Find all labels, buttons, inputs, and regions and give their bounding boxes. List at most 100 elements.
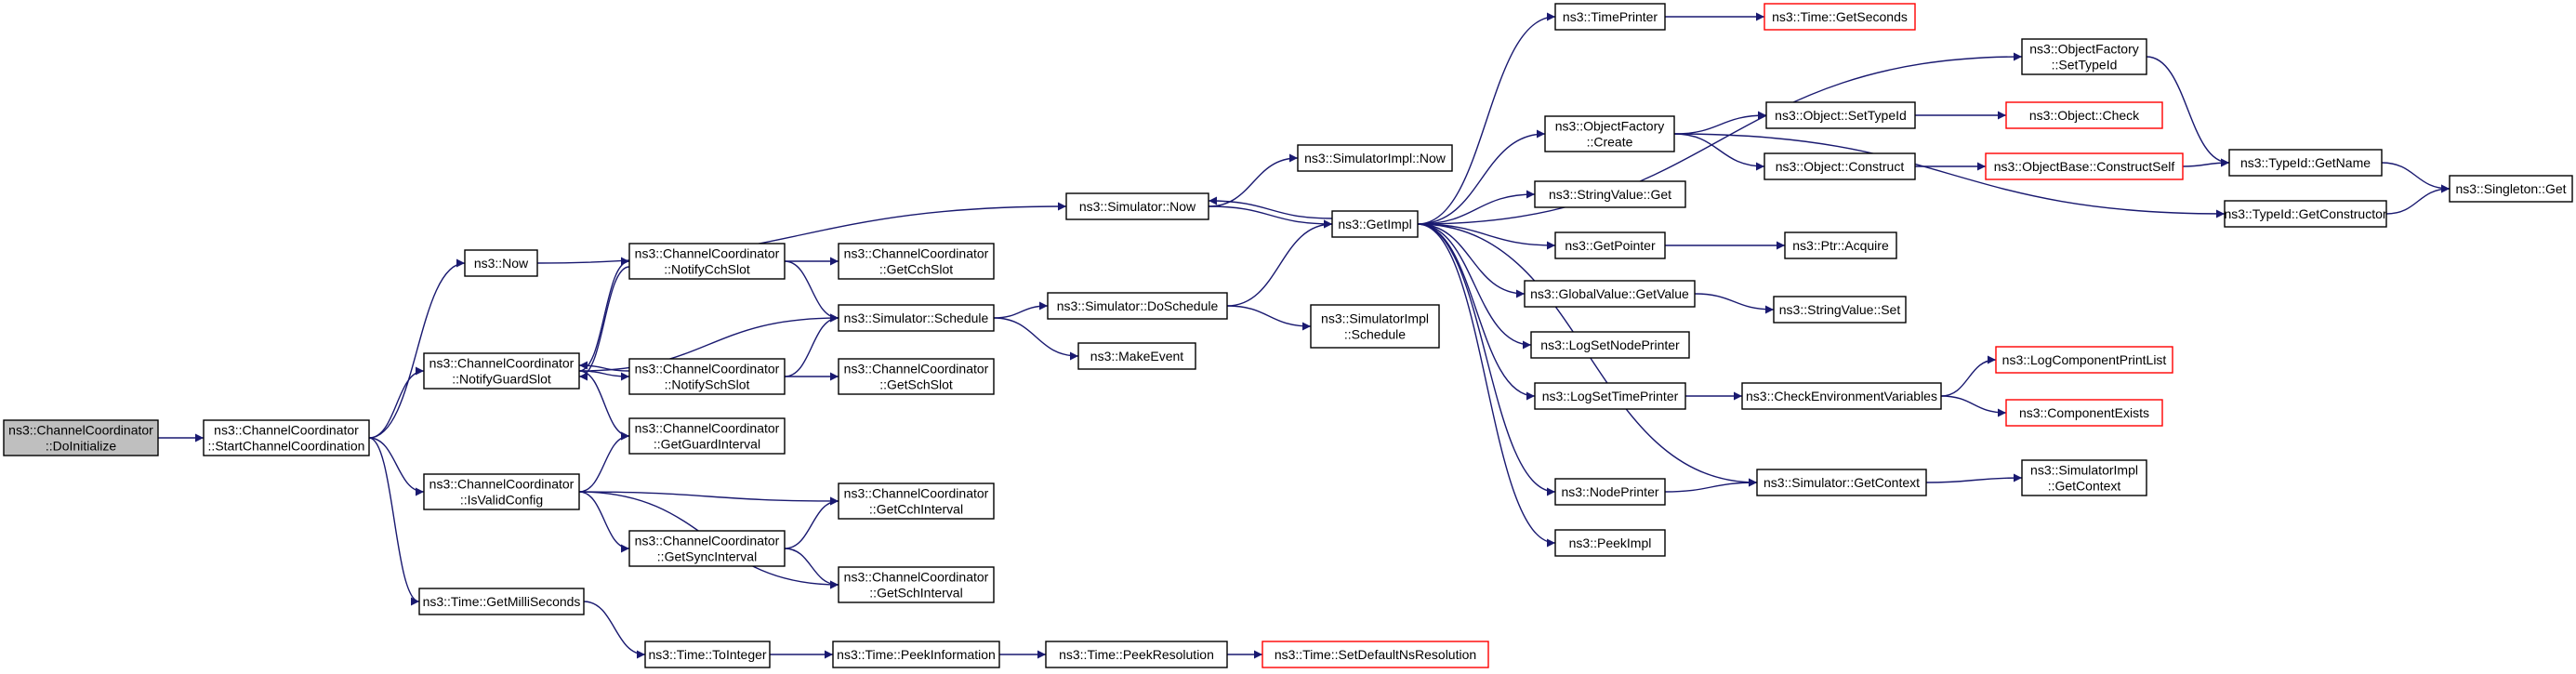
node-label: ns3::ObjectBase::ConstructSelf [1994, 159, 2175, 174]
node-singleton-get[interactable]: ns3::Singleton::Get [2449, 175, 2573, 203]
node-type-id-get-name[interactable]: ns3::TypeId::GetName [2228, 149, 2383, 177]
node-label: ::StartChannelCoordination [208, 439, 365, 454]
node-string-value-set[interactable]: ns3::StringValue::Set [1773, 296, 1907, 324]
node-get-sch-interval[interactable]: ns3::ChannelCoordinator::GetSchInterval [838, 566, 995, 603]
node-peek-resolution[interactable]: ns3::Time::PeekResolution [1045, 641, 1228, 668]
node-box [1554, 3, 1666, 31]
node-do-initialize[interactable]: ns3::ChannelCoordinator::DoInitialize [3, 419, 159, 456]
node-component-exists[interactable]: ns3::ComponentExists [2005, 399, 2163, 427]
node-impl-get-context[interactable]: ns3::SimulatorImpl::GetContext [2021, 459, 2147, 496]
node-set-default-ns-resolution[interactable]: ns3::Time::SetDefaultNsResolution [1262, 641, 1489, 668]
node-get-sch-slot[interactable]: ns3::ChannelCoordinator::GetSchSlot [838, 358, 995, 395]
node-label: ns3::StringValue::Set [1779, 302, 1901, 317]
node-label: ns3::Simulator::DoSchedule [1057, 298, 1219, 313]
node-box [1524, 280, 1696, 308]
node-label: ns3::ChannelCoordinator [844, 362, 989, 377]
node-label: ::NotifyGuardSlot [452, 372, 551, 387]
node-label: ns3::ChannelCoordinator [844, 246, 989, 261]
node-to-integer[interactable]: ns3::Time::ToInteger [644, 641, 771, 668]
node-label: ::GetGuardInterval [654, 437, 760, 452]
node-start-channel-coordination[interactable]: ns3::ChannelCoordinator::StartChannelCoo… [203, 419, 370, 456]
node-notify-guard-slot[interactable]: ns3::ChannelCoordinator::NotifyGuardSlot [423, 352, 580, 390]
node-ptr-acquire[interactable]: ns3::Ptr::Acquire [1784, 231, 1897, 259]
node-impl-schedule[interactable]: ns3::SimulatorImpl::Schedule [1310, 304, 1440, 349]
node-notify-sch-slot[interactable]: ns3::ChannelCoordinator::NotifySchSlot [628, 358, 786, 395]
node-now[interactable]: ns3::Now [464, 249, 538, 277]
node-box [644, 641, 771, 668]
node-sim-get-context[interactable]: ns3::Simulator::GetContext [1756, 469, 1927, 496]
node-label: ns3::Object::Check [2029, 108, 2140, 123]
node-time-printer[interactable]: ns3::TimePrinter [1554, 3, 1666, 31]
node-notify-cch-slot[interactable]: ns3::ChannelCoordinator::NotifyCchSlot [628, 243, 786, 280]
call-edge-get-impl-to-string-value-get [1417, 190, 1536, 225]
node-label: ns3::ChannelCoordinator [429, 477, 575, 492]
call-edge-construct-self-to-type-id-get-name [2182, 158, 2230, 167]
call-edge-is-valid-config-to-get-sync-interval [578, 491, 630, 553]
node-box [1554, 231, 1666, 259]
call-edge-get-impl-to-time-printer [1417, 12, 1556, 225]
node-box [1534, 180, 1686, 208]
call-edge-notify-guard-slot-to-notify-cch-slot [578, 257, 630, 372]
node-string-value-get[interactable]: ns3::StringValue::Get [1534, 180, 1686, 208]
node-log-component-print-list[interactable]: ns3::LogComponentPrintList [1995, 346, 2173, 374]
node-construct-self[interactable]: ns3::ObjectBase::ConstructSelf [1985, 152, 2184, 180]
node-label: ns3::Now [474, 256, 529, 271]
node-impl-now[interactable]: ns3::SimulatorImpl::Now [1297, 144, 1453, 172]
node-log-set-node-printer[interactable]: ns3::LogSetNodePrinter [1530, 331, 1690, 359]
node-get-cch-interval[interactable]: ns3::ChannelCoordinator::GetCchInterval [838, 482, 995, 520]
node-ofset-type-id[interactable]: ns3::ObjectFactory::SetTypeId [2021, 38, 2147, 75]
node-box [1310, 304, 1440, 349]
node-peek-impl[interactable]: ns3::PeekImpl [1554, 529, 1666, 557]
node-label: ns3::ChannelCoordinator [635, 362, 780, 377]
call-edge-ofcreate-to-object-construct [1673, 133, 1765, 171]
node-label: ns3::Simulator::GetContext [1764, 475, 1920, 490]
node-get-cch-slot[interactable]: ns3::ChannelCoordinator::GetCchSlot [838, 243, 995, 280]
node-box [2021, 459, 2147, 496]
node-get-pointer[interactable]: ns3::GetPointer [1554, 231, 1666, 259]
node-ofcreate[interactable]: ns3::ObjectFactory::Create [1544, 115, 1675, 152]
node-box [628, 530, 786, 567]
node-box [838, 358, 995, 395]
node-box [1756, 469, 1927, 496]
node-make-event[interactable]: ns3::MakeEvent [1077, 342, 1196, 370]
node-get-impl[interactable]: ns3::GetImpl [1331, 210, 1419, 238]
node-box [464, 249, 538, 277]
node-get-milli-seconds[interactable]: ns3::Time::GetMilliSeconds [418, 588, 585, 615]
call-edge-start-channel-coordination-to-notify-guard-slot [368, 366, 425, 439]
node-box [418, 588, 585, 615]
node-node-printer[interactable]: ns3::NodePrinter [1554, 478, 1666, 506]
node-label: ns3::Time::ToInteger [648, 647, 766, 662]
node-schedule[interactable]: ns3::Simulator::Schedule [838, 304, 995, 332]
node-box [2449, 175, 2573, 203]
node-sim-now[interactable]: ns3::Simulator::Now [1065, 192, 1209, 220]
node-is-valid-config[interactable]: ns3::ChannelCoordinator::IsValidConfig [423, 473, 580, 510]
node-type-id-get-constructor[interactable]: ns3::TypeId::GetConstructor [2224, 200, 2387, 228]
node-object-construct[interactable]: ns3::Object::Construct [1764, 152, 1916, 180]
node-box [1544, 115, 1675, 152]
node-box [628, 358, 786, 395]
node-get-sync-interval[interactable]: ns3::ChannelCoordinator::GetSyncInterval [628, 530, 786, 567]
node-label: ns3::LogSetNodePrinter [1540, 337, 1680, 352]
node-check-env-vars[interactable]: ns3::CheckEnvironmentVariables [1741, 382, 1942, 410]
node-box [838, 243, 995, 280]
call-edge-notify-guard-slot-to-get-guard-interval [578, 370, 630, 441]
node-box [1297, 144, 1453, 172]
node-do-schedule[interactable]: ns3::Simulator::DoSchedule [1047, 292, 1228, 320]
call-edge-global-value-get-value-to-string-value-set [1694, 293, 1775, 314]
call-edge-get-milli-seconds-to-to-integer [583, 601, 646, 659]
node-log-set-time-printer[interactable]: ns3::LogSetTimePrinter [1534, 382, 1686, 410]
node-peek-information[interactable]: ns3::Time::PeekInformation [832, 641, 1000, 668]
node-global-value-get-value[interactable]: ns3::GlobalValue::GetValue [1524, 280, 1696, 308]
node-label: ns3::GetPointer [1565, 238, 1656, 253]
node-object-set-type-id[interactable]: ns3::Object::SetTypeId [1765, 101, 1916, 129]
call-edge-is-valid-config-to-get-guard-interval [578, 431, 630, 493]
node-get-guard-interval[interactable]: ns3::ChannelCoordinator::GetGuardInterva… [628, 417, 786, 455]
node-label: ns3::SimulatorImpl [2030, 463, 2138, 478]
node-label: ns3::Time::PeekInformation [837, 647, 996, 662]
node-object-check[interactable]: ns3::Object::Check [2005, 101, 2163, 129]
node-label: ns3::LogComponentPrintList [2002, 352, 2167, 367]
node-time-get-seconds[interactable]: ns3::Time::GetSeconds [1764, 3, 1916, 31]
node-label: ns3::Time::PeekResolution [1059, 647, 1214, 662]
node-label: ns3::Object::SetTypeId [1775, 108, 1907, 123]
node-box [1554, 478, 1666, 506]
